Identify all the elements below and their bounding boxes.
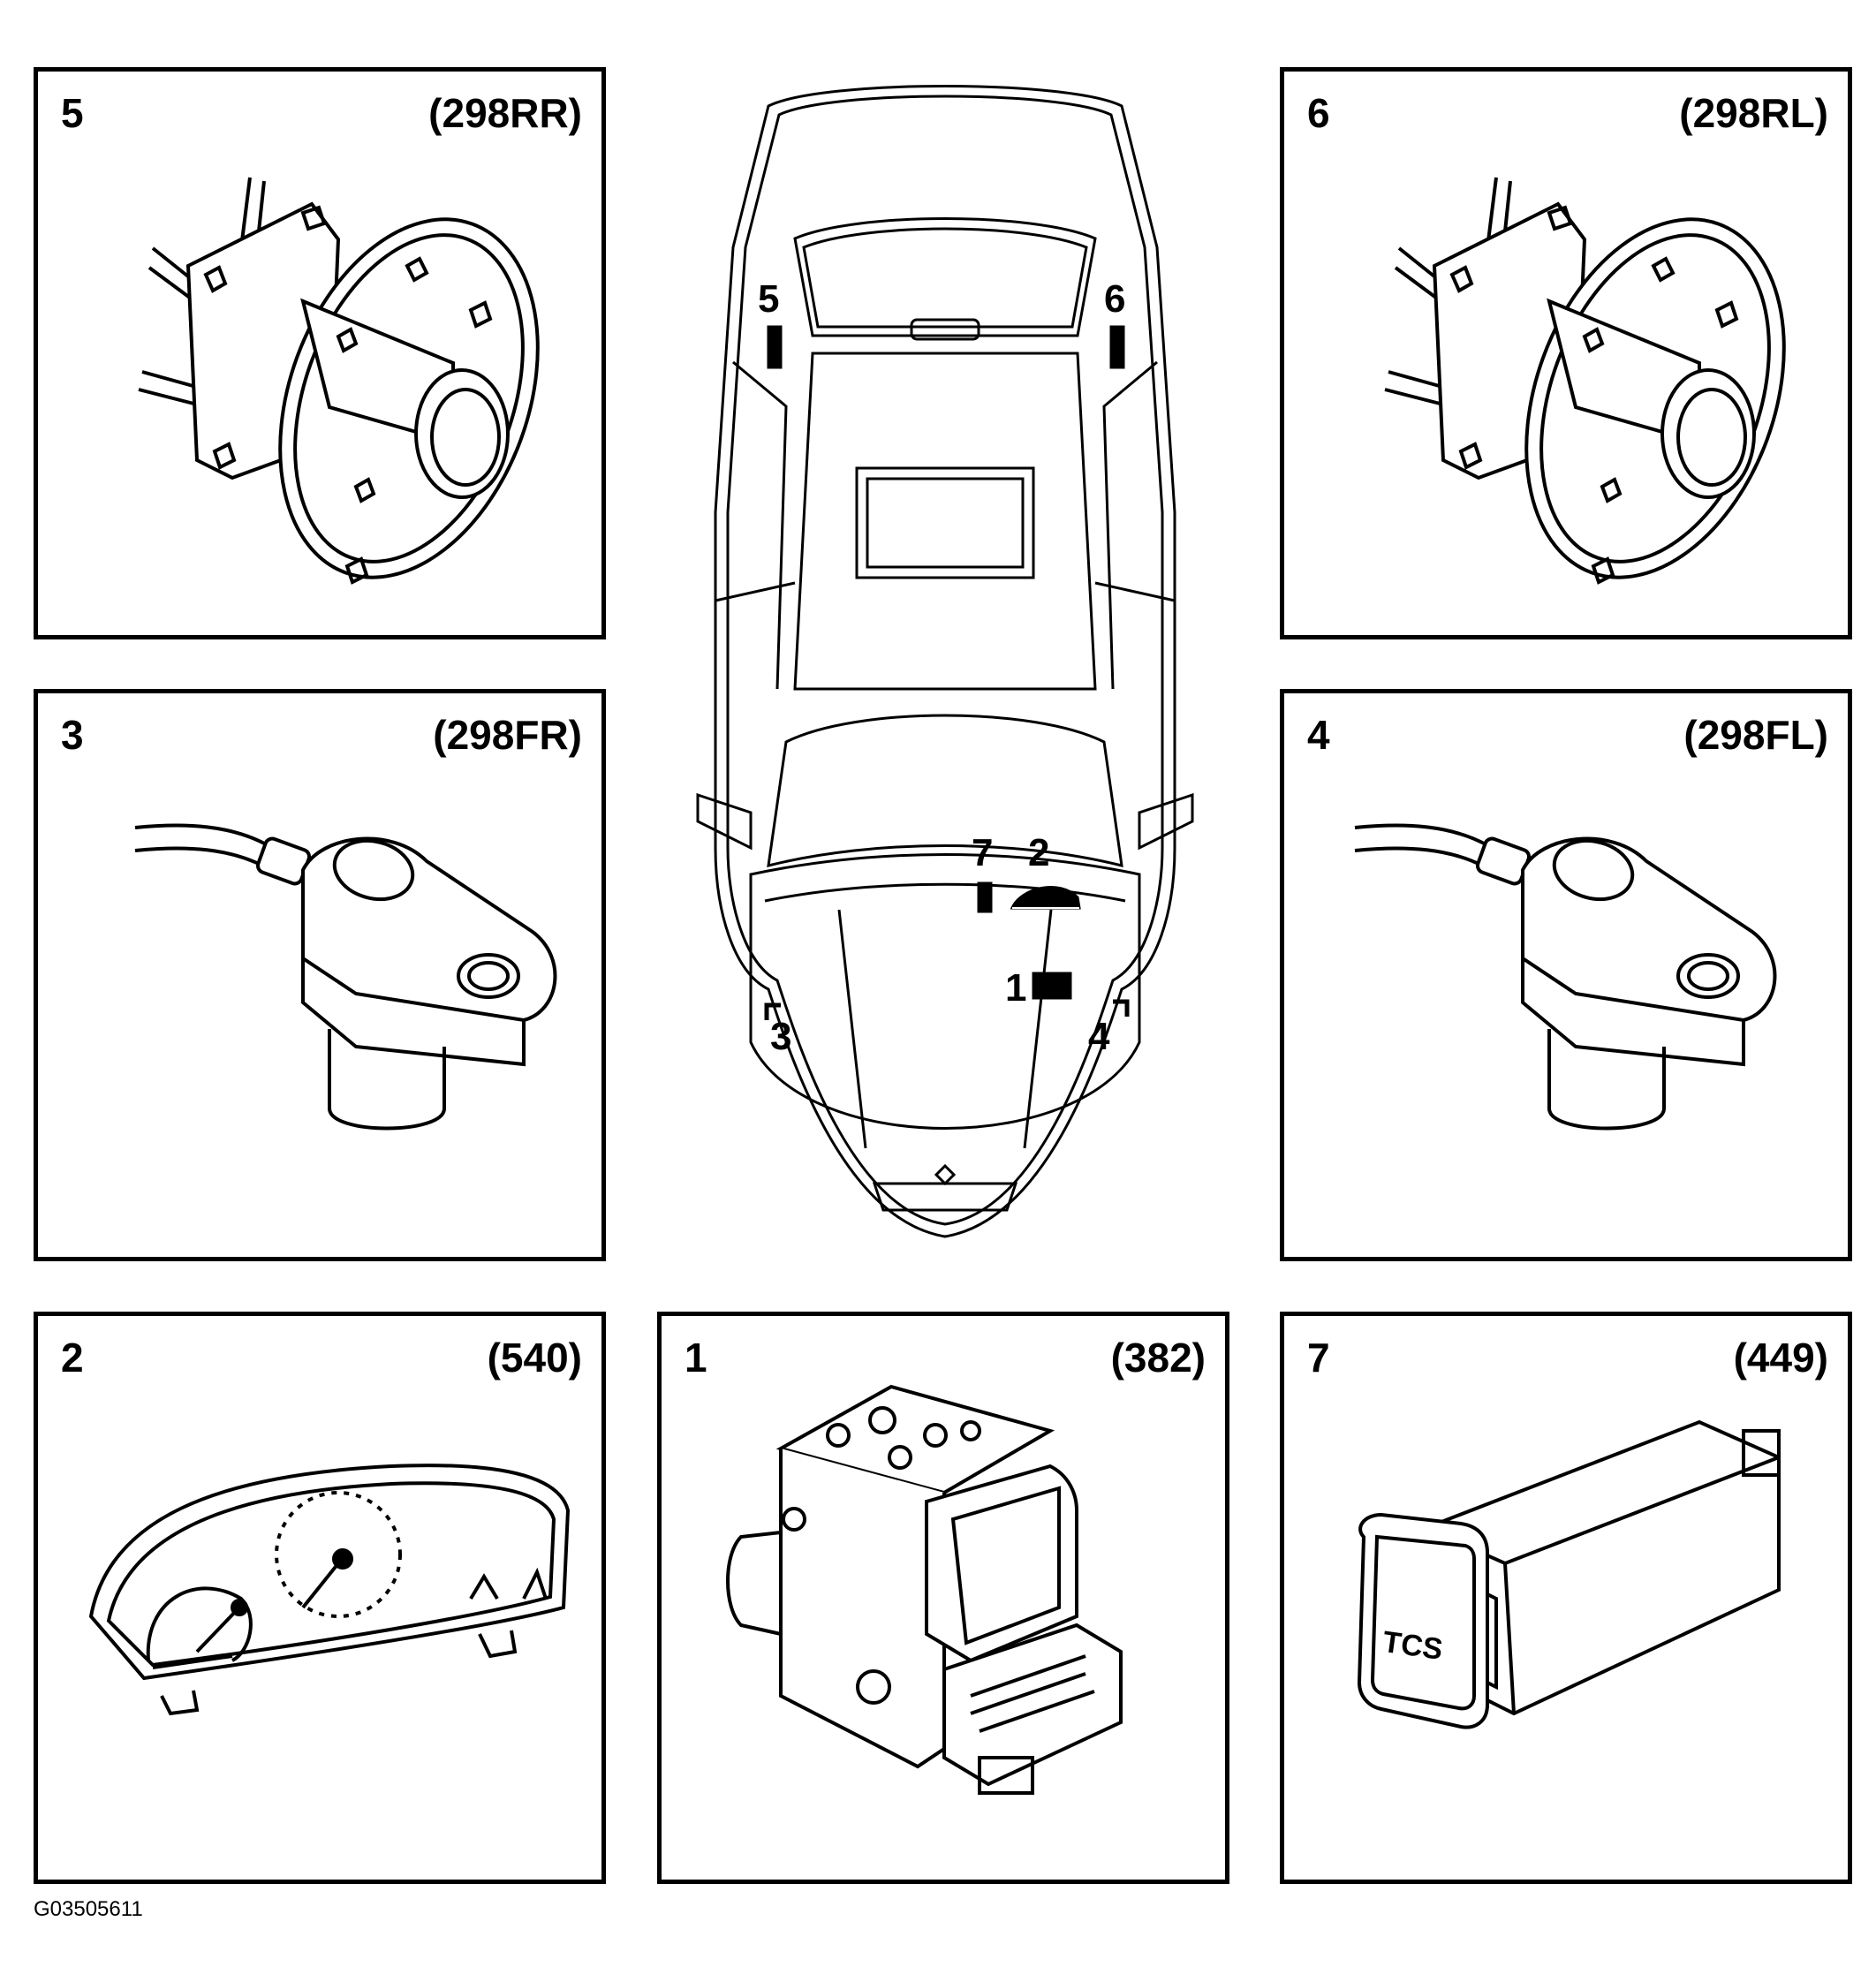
module-top [775, 1384, 1055, 1495]
wheel-speed-sensor-illustration [1354, 823, 1777, 1131]
car-outline [714, 85, 1176, 1238]
sensor-cable [134, 823, 269, 847]
panel-code: (382) [1110, 1335, 1206, 1381]
figure-reference: G03505611 [34, 1897, 143, 1921]
marker-7 [977, 881, 993, 913]
marker-6 [1109, 325, 1125, 369]
callout-5: 5 [758, 277, 779, 321]
sensor-cable [1354, 823, 1488, 847]
panel-code: (449) [1733, 1335, 1828, 1381]
port-icon [856, 1669, 891, 1705]
panel-code: (540) [487, 1335, 582, 1381]
sensor-body [301, 836, 557, 1023]
panel-code: (298RR) [428, 90, 582, 136]
rear-window [793, 217, 1097, 337]
panel-number: 5 [61, 90, 84, 136]
wheel-speed-sensor-illustration [134, 823, 557, 1131]
panel-number: 7 [1307, 1335, 1330, 1381]
tcs-label: TCS [1381, 1625, 1445, 1667]
panel-abs-control-module: 1 (382) [657, 1312, 1229, 1884]
marker-4 [1113, 999, 1130, 1017]
callout-7: 7 [972, 831, 993, 874]
panel-instrument-cluster: 2 (540) [34, 1312, 606, 1884]
hood [749, 853, 1141, 1130]
panel-number: 1 [685, 1335, 707, 1381]
callout-3: 3 [770, 1015, 791, 1058]
tcs-button [1357, 1512, 1489, 1729]
sensor-tip [328, 1029, 446, 1131]
left-mirror [696, 792, 753, 851]
left-gauge [146, 1586, 253, 1662]
panel-number: 3 [61, 712, 84, 758]
right-mirror [1138, 792, 1194, 851]
tcs-switch-illustration: TCS [1357, 1419, 1781, 1729]
speedometer-dial [275, 1491, 402, 1618]
vehicle-top-view: 5 6 7 2 1 3 4 [696, 85, 1194, 1238]
sensor-tip [1547, 1029, 1666, 1131]
wheel-hub-illustration [1384, 177, 1786, 585]
panel-front-left-wheel-sensor: 4 (298FL) [1280, 689, 1852, 1261]
sunroof [855, 466, 1035, 579]
panel-number: 6 [1307, 90, 1330, 136]
roof [793, 352, 1097, 691]
panel-tcs-switch: 7 (449) TCS [1280, 1312, 1852, 1884]
windshield [767, 714, 1123, 867]
panel-rear-left-wheel-hub: 6 (298RL) [1280, 67, 1852, 639]
panel-number: 2 [61, 1335, 84, 1381]
panel-code: (298FR) [433, 712, 582, 758]
wheel-hub-illustration [138, 177, 540, 585]
marker-5 [767, 325, 783, 369]
panel-number: 4 [1307, 712, 1330, 758]
right-gauge [469, 1573, 499, 1600]
marker-3 [764, 1002, 781, 1020]
panel-code: (298RL) [1679, 90, 1828, 136]
callout-6: 6 [1104, 277, 1125, 321]
instrument-cluster-illustration [88, 1464, 571, 1716]
marker-2 [1010, 886, 1081, 910]
motor-housing [726, 1530, 783, 1637]
callout-2: 2 [1028, 831, 1049, 874]
module-body [779, 1449, 946, 1769]
sensor-body [1521, 836, 1777, 1023]
callout-1: 1 [1005, 966, 1026, 1010]
callout-4: 4 [1088, 1015, 1110, 1058]
panel-code: (298FL) [1683, 712, 1828, 758]
panel-rear-right-wheel-hub: 5 (298RR) [34, 67, 606, 639]
panel-front-right-wheel-sensor: 3 (298FR) [34, 689, 606, 1261]
abs-module-illustration [726, 1384, 1123, 1795]
marker-1 [1032, 972, 1072, 1000]
connector [942, 1623, 1123, 1787]
